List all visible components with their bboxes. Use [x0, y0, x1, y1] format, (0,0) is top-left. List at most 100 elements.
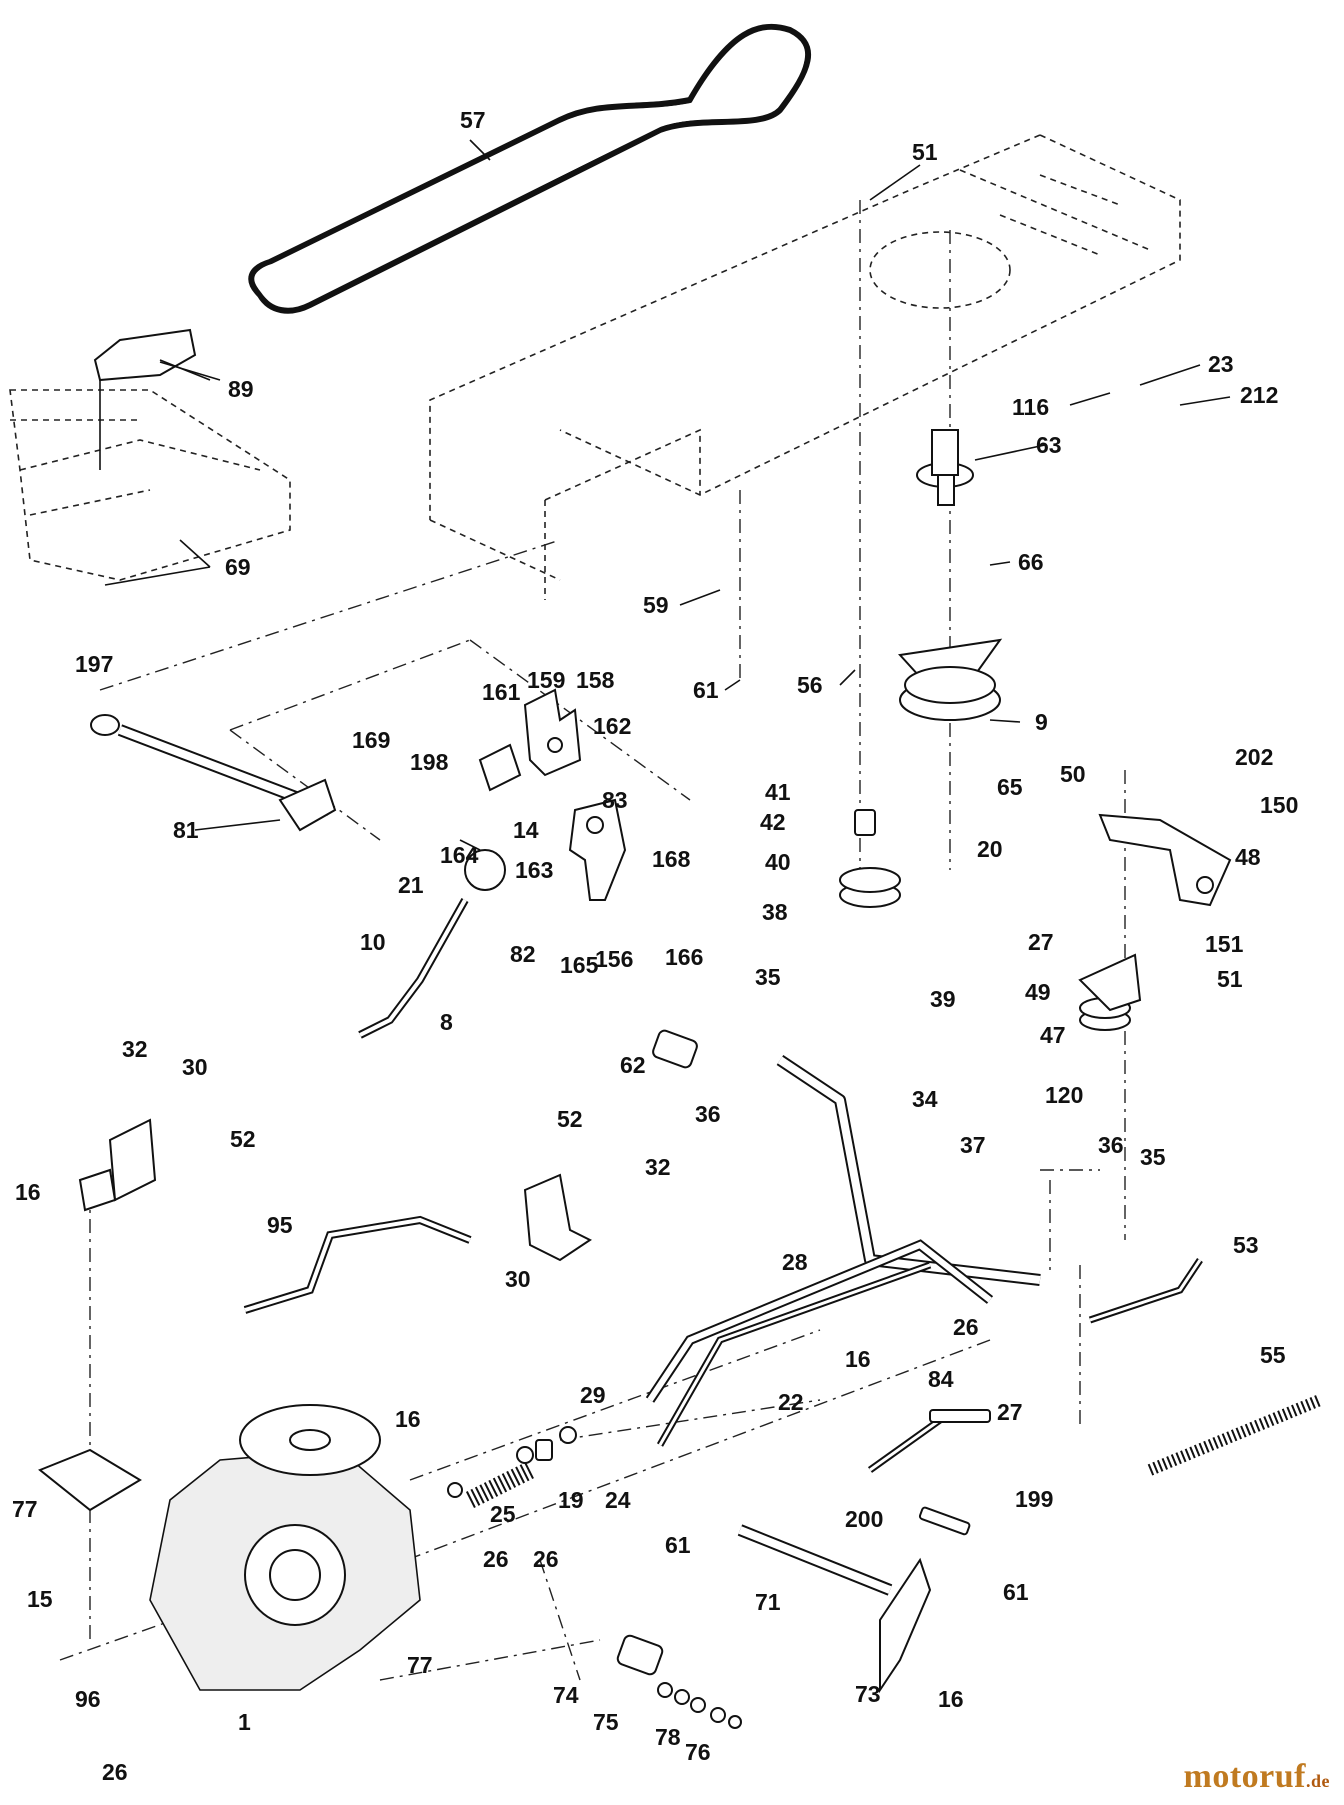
callout-62: 62: [620, 1052, 646, 1078]
callout-73: 73: [855, 1681, 881, 1707]
callout-41: 41: [765, 779, 791, 805]
watermark-logo: motoruf.de: [1184, 1758, 1330, 1796]
callout-56: 56: [797, 672, 823, 698]
callout-200: 200: [845, 1506, 883, 1532]
callout-19: 19: [558, 1487, 584, 1513]
callout-89: 89: [228, 376, 254, 402]
callout-61-right: 61: [1003, 1579, 1029, 1605]
callout-36-right: 36: [1098, 1132, 1124, 1158]
callout-1: 1: [238, 1709, 251, 1735]
callout-29: 29: [580, 1382, 606, 1408]
callout-32-left: 32: [122, 1036, 148, 1062]
callout-24: 24: [605, 1487, 631, 1513]
callout-16-left: 16: [15, 1179, 41, 1205]
callout-202: 202: [1235, 744, 1273, 770]
callout-116: 116: [1012, 394, 1049, 420]
spring-55: [1147, 1394, 1323, 1476]
bracket-30-center: [523, 1173, 592, 1262]
callout-36-upper: 36: [695, 1101, 721, 1127]
callout-61-lower: 61: [665, 1532, 691, 1558]
shaft-81: [90, 714, 337, 832]
callout-151: 151: [1205, 931, 1244, 957]
callout-28: 28: [782, 1249, 808, 1275]
callout-69: 69: [225, 554, 251, 580]
callout-83: 83: [602, 787, 628, 813]
callout-15: 15: [27, 1586, 53, 1612]
link-84: [867, 1409, 991, 1536]
callout-212: 212: [1240, 382, 1278, 408]
callout-26-bottom: 26: [102, 1759, 128, 1785]
rod-95: [243, 1215, 472, 1314]
callout-38: 38: [762, 899, 788, 925]
callout-165: 165: [560, 952, 599, 978]
callout-52-center: 52: [557, 1106, 583, 1132]
callout-198: 198: [410, 749, 449, 775]
callout-leaders: [104, 139, 1231, 851]
fan-blades: [239, 1404, 381, 1476]
callout-14: 14: [513, 817, 539, 843]
callout-42-upper: 42: [760, 809, 786, 835]
callout-9: 9: [1035, 709, 1048, 735]
callout-95: 95: [267, 1212, 293, 1238]
watermark-brand: motoruf: [1183, 1758, 1306, 1795]
callout-71: 71: [755, 1589, 781, 1615]
assembly-leaders: [59, 539, 1100, 1681]
callout-26-left: 26: [483, 1546, 509, 1572]
callout-8: 8: [440, 1009, 453, 1035]
callout-63: 63: [1036, 432, 1062, 458]
callout-197: 197: [75, 651, 113, 677]
clutch-9: [898, 638, 1003, 721]
callout-35-right: 35: [1140, 1144, 1166, 1170]
callout-16-center: 16: [845, 1346, 871, 1372]
callout-23: 23: [1208, 351, 1234, 377]
callout-35-upper: 35: [755, 964, 781, 990]
callout-61-upper: 61: [693, 677, 719, 703]
callout-158: 158: [576, 667, 615, 693]
callout-77-left: 77: [12, 1496, 38, 1522]
washers-75: [616, 1634, 742, 1729]
callout-169: 169: [352, 727, 390, 753]
callout-16-lower: 16: [938, 1686, 964, 1712]
callout-77-center: 77: [407, 1652, 433, 1678]
bracket-165: [568, 798, 627, 901]
callout-37: 37: [960, 1132, 986, 1158]
callout-81: 81: [173, 817, 199, 843]
callout-labels: 57 51 89 23 116 212 63 69 66 59 197 61 5…: [12, 107, 1298, 1785]
callout-53: 53: [1233, 1232, 1259, 1258]
callout-150: 150: [1260, 792, 1298, 818]
callout-199: 199: [1015, 1486, 1053, 1512]
bracket-30-left: [78, 1118, 157, 1212]
callout-20: 20: [977, 836, 1003, 862]
callout-161: 161: [482, 679, 521, 705]
callout-76: 76: [685, 1739, 711, 1765]
callout-55: 55: [1260, 1342, 1286, 1368]
callout-32-center: 32: [645, 1154, 671, 1180]
watermark-suffix: .de: [1306, 1771, 1330, 1791]
callout-48: 48: [1235, 844, 1261, 870]
callout-57: 57: [460, 107, 486, 133]
callout-168: 168: [652, 846, 691, 872]
heat-shield-89: [93, 328, 211, 470]
callout-164: 164: [440, 842, 479, 868]
callout-21: 21: [398, 872, 424, 898]
bracket-158: [478, 688, 582, 792]
callout-59: 59: [643, 592, 669, 618]
callout-26-right: 26: [533, 1546, 559, 1572]
callout-39: 39: [930, 986, 956, 1012]
transmission-1: [38, 1404, 421, 1691]
callout-40: 40: [765, 849, 791, 875]
drive-belt-57: [248, 23, 811, 314]
callout-82: 82: [510, 941, 536, 967]
callout-75: 75: [593, 1709, 619, 1735]
spring-25: [447, 1426, 577, 1509]
callout-16-trans: 16: [395, 1406, 421, 1432]
callout-47: 47: [1040, 1022, 1066, 1048]
bracket-49: [1078, 953, 1142, 1012]
callout-27-lower: 27: [997, 1399, 1023, 1425]
callout-10: 10: [360, 929, 386, 955]
callout-30-center: 30: [505, 1266, 531, 1292]
pulley-63: [916, 429, 974, 506]
frame-outline: [429, 134, 1181, 600]
lever-8: [358, 849, 506, 1039]
